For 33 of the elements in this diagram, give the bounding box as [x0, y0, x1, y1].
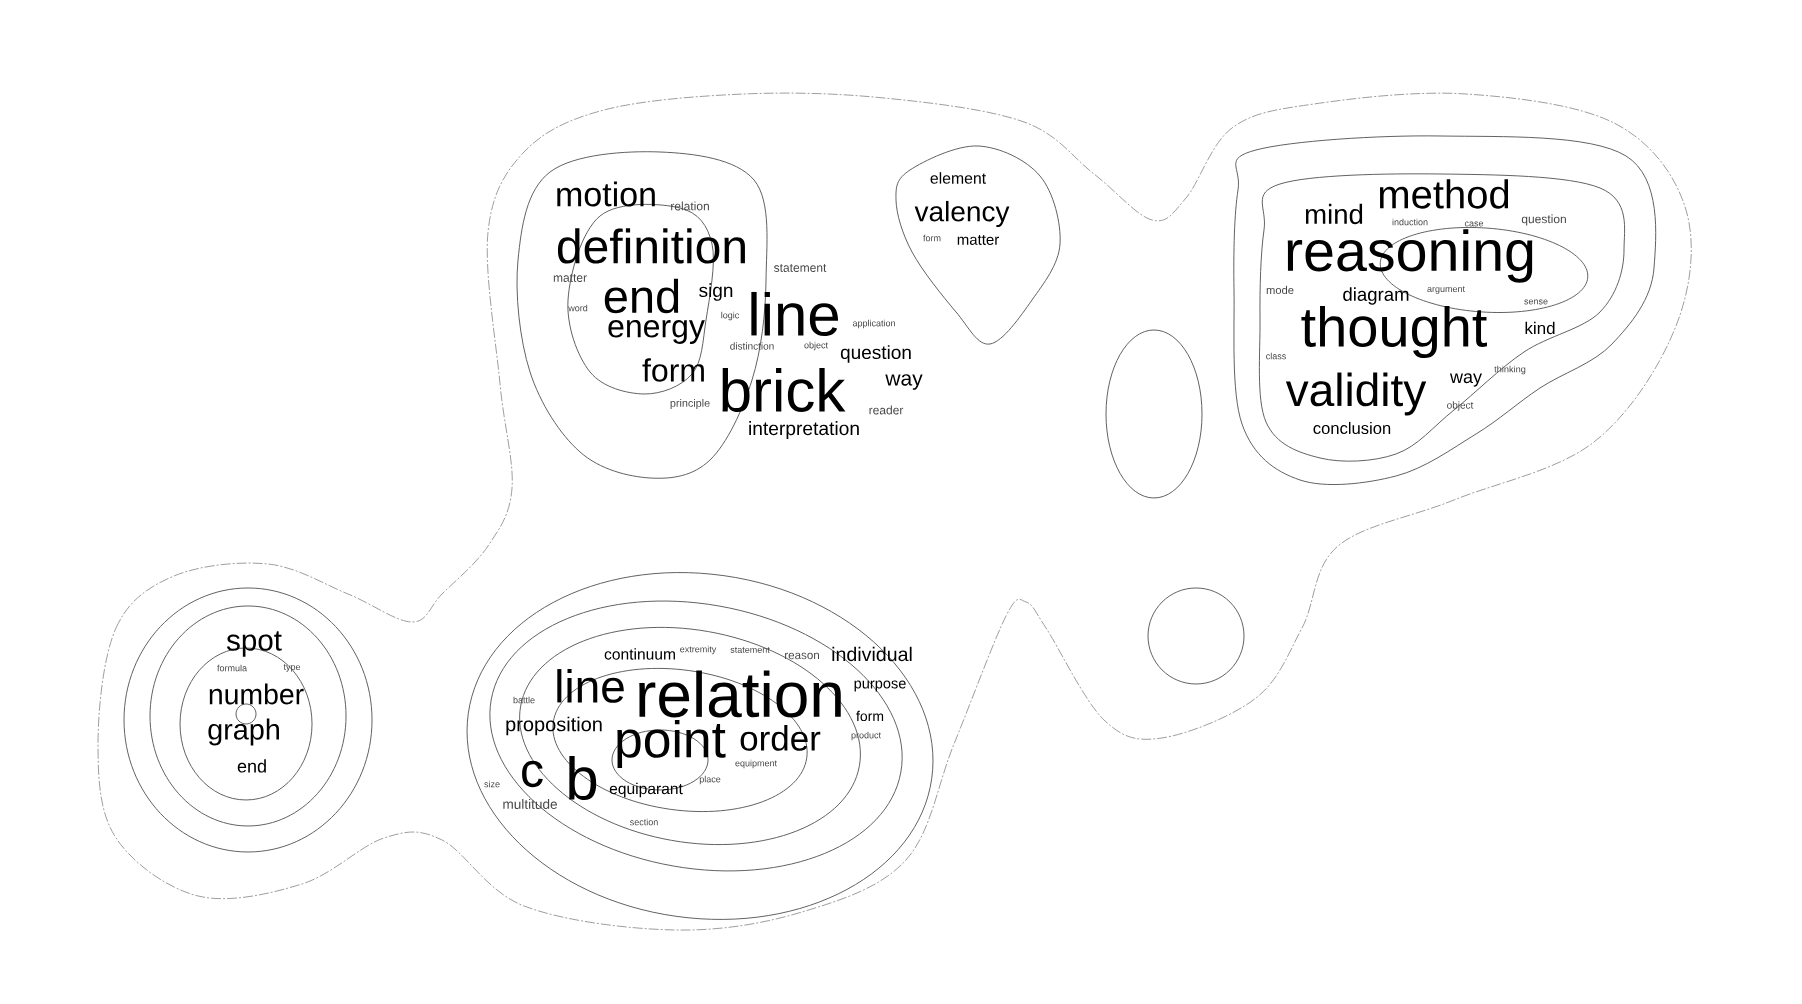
word-label: validity [1285, 372, 1427, 416]
word-label: end [237, 759, 266, 773]
word-label: individual [832, 646, 912, 662]
word-label: line [557, 669, 624, 703]
word-label: way [885, 374, 923, 390]
word-label: spot [226, 631, 282, 657]
word-label: order [740, 725, 821, 751]
word-label: number [209, 683, 304, 705]
word-label: thought [1301, 305, 1487, 359]
word-label: proposition [506, 716, 602, 736]
word-label: brick [722, 367, 846, 413]
word-label: motion [557, 181, 655, 207]
word-label: c [522, 760, 543, 788]
word-label: point [617, 719, 726, 768]
word-label: valency [914, 200, 1010, 228]
word-label: way [1449, 373, 1482, 387]
word-label: end [604, 278, 679, 314]
word-label: conclusion [1313, 421, 1391, 435]
word-label: form [642, 358, 704, 382]
word-label: energy [608, 320, 705, 344]
word-label: sign [699, 283, 733, 301]
word-label: method [1379, 179, 1509, 209]
word-label: reasoning [1287, 229, 1533, 283]
word-label: question [840, 345, 911, 363]
word-label: definition [557, 228, 745, 264]
word-label: line [751, 291, 838, 337]
word-label: interpretation [749, 421, 859, 439]
word-label: relation [639, 670, 841, 718]
word-label: kind [1525, 321, 1555, 335]
word-label: diagram [1343, 287, 1409, 305]
word-label: b [569, 755, 597, 800]
word-label: mind [1305, 203, 1363, 225]
word-label: graph [208, 718, 279, 746]
